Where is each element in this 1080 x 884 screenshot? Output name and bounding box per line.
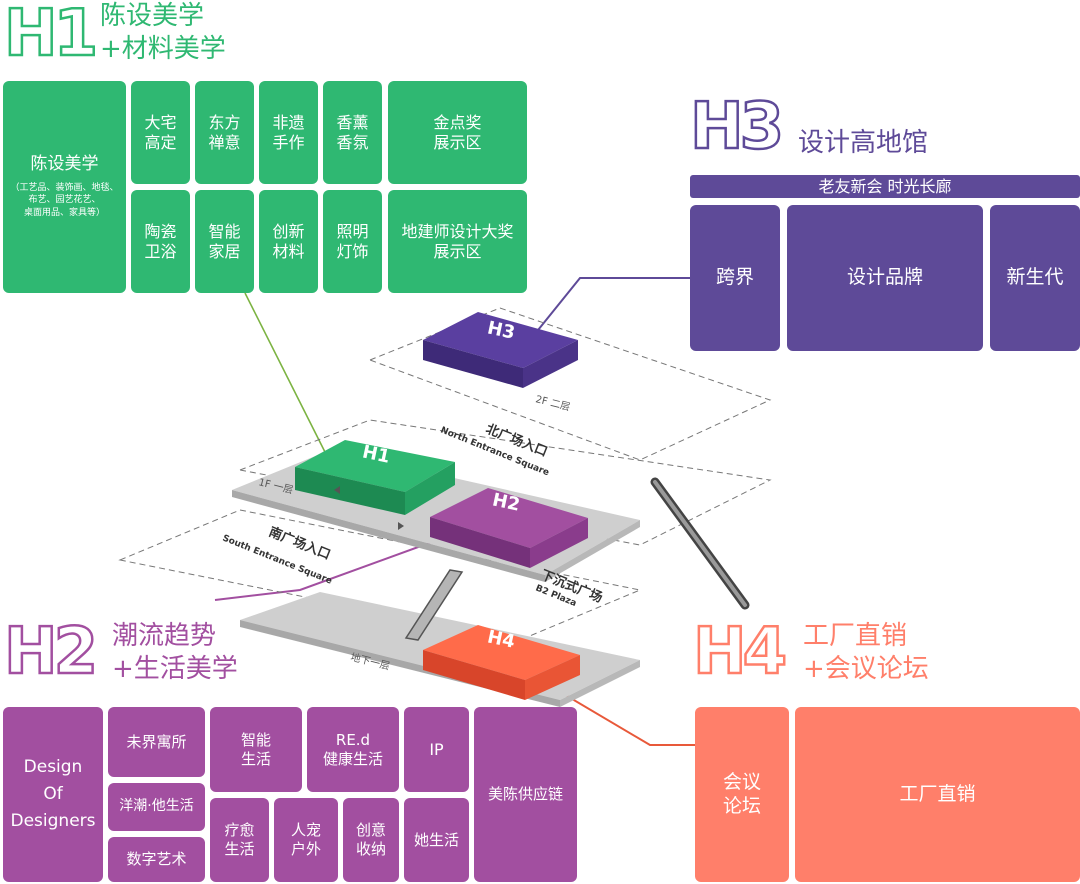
h2-tile-2[interactable]: 未界寓所 [108, 707, 205, 777]
h3-code: H3 [689, 90, 786, 164]
h2-tile-11[interactable]: 创意 收纳 [343, 798, 399, 882]
h1-tile-7[interactable]: 智能 家居 [195, 190, 254, 293]
h1-tile-2[interactable]: 东方 禅意 [195, 81, 254, 184]
block-h2-top[interactable] [430, 488, 588, 548]
escalator-left [404, 569, 464, 641]
h1-tile-3[interactable]: 非遗 手作 [259, 81, 318, 184]
h1-tile-4[interactable]: 香薰 香氛 [323, 81, 382, 184]
h3-tile-2[interactable]: 设计品牌 [787, 205, 983, 351]
h2-tile-6[interactable]: RE.d 健康生活 [307, 707, 399, 792]
h2-header: H2 潮流趋势 +生活美学 [3, 615, 284, 691]
h1-header: H1 陈设美学 +材料美学 [3, 0, 264, 71]
h2-tile-12[interactable]: 她生活 [404, 798, 469, 882]
h3-header: H3 设计高地馆 [689, 90, 990, 165]
h1-connector-line [244, 292, 331, 463]
h2-tile-5[interactable]: 智能 生活 [210, 707, 302, 792]
block-h2-side [530, 518, 588, 568]
h1-code: H1 [3, 0, 100, 71]
h1-tile-10[interactable]: 地建师设计大奖 展示区 [388, 190, 527, 293]
escalator-right-inner [653, 480, 747, 607]
h2-tile-3[interactable]: 洋潮·他生活 [108, 783, 205, 831]
h3-connector-line [529, 277, 690, 341]
h1-tile-6[interactable]: 陶瓷 卫浴 [131, 190, 190, 293]
h1-tile-5[interactable]: 金点奖 展示区 [388, 81, 527, 184]
arrow-left [334, 486, 340, 494]
block-h1-front [295, 467, 405, 515]
h2-tile-9[interactable]: 疗愈 生活 [210, 798, 269, 882]
block-h3-top[interactable] [423, 312, 578, 368]
floor-2f [368, 307, 772, 461]
h4-code: H4 [692, 615, 789, 689]
h1-tile-8[interactable]: 创新 材料 [259, 190, 318, 293]
h2-tile-4[interactable]: 数字艺术 [108, 837, 205, 882]
h4-connector-line [539, 679, 695, 746]
block-h3-front [423, 340, 523, 388]
h2-tile-10[interactable]: 人宠 户外 [274, 798, 338, 882]
h4-title: 工厂直销 +会议论坛 [803, 621, 929, 684]
h3-tile-3[interactable]: 新生代 [990, 205, 1080, 351]
floor-1f-slab-edge [232, 490, 545, 582]
block-h4-front [423, 650, 525, 700]
block-h4-top[interactable] [423, 625, 580, 680]
h2-tile-7[interactable]: IP [404, 707, 469, 792]
arrow-right [398, 522, 404, 530]
h1-tile-1[interactable]: 大宅 高定 [131, 81, 190, 184]
h2-code: H2 [3, 615, 100, 689]
block-h4-side [525, 655, 580, 700]
h1-main-note: （工艺品、装饰画、地毯、 布艺、园艺花艺、 桌面用品、家具等） [10, 182, 119, 218]
h4-tile-2[interactable]: 工厂直销 [795, 707, 1080, 882]
h1-tile-9[interactable]: 照明 灯饰 [323, 190, 382, 293]
h2-connector-line [214, 529, 466, 601]
h1-title: 陈设美学 +材料美学 [100, 1, 226, 64]
floor-b1-slab-side [560, 660, 640, 707]
h4-tile-1[interactable]: 会议 论坛 [695, 707, 789, 882]
h2-tile-8[interactable]: 美陈供应链 [474, 707, 577, 882]
label-2f: 2F 二层 [534, 393, 571, 413]
h2-tile-1[interactable]: Design Of Designers [3, 707, 103, 882]
block-h2-front [430, 517, 530, 568]
h3-banner: 老友新会 时光长廊 [690, 175, 1080, 198]
block-h1-side [405, 462, 455, 515]
h2-title: 潮流趋势 +生活美学 [112, 621, 238, 684]
block-h1-top[interactable] [295, 440, 455, 492]
floor-1f-slab-side [545, 520, 640, 582]
h3-title: 设计高地馆 [798, 128, 929, 158]
h1-main-title: 陈设美学 [30, 154, 99, 175]
block-h3-side [523, 340, 578, 388]
h3-tile-1[interactable]: 跨界 [690, 205, 780, 351]
h4-header: H4 工厂直销 +会议论坛 [692, 615, 993, 691]
h1-tile-main[interactable]: 陈设美学 （工艺品、装饰画、地毯、 布艺、园艺花艺、 桌面用品、家具等） [3, 81, 126, 293]
